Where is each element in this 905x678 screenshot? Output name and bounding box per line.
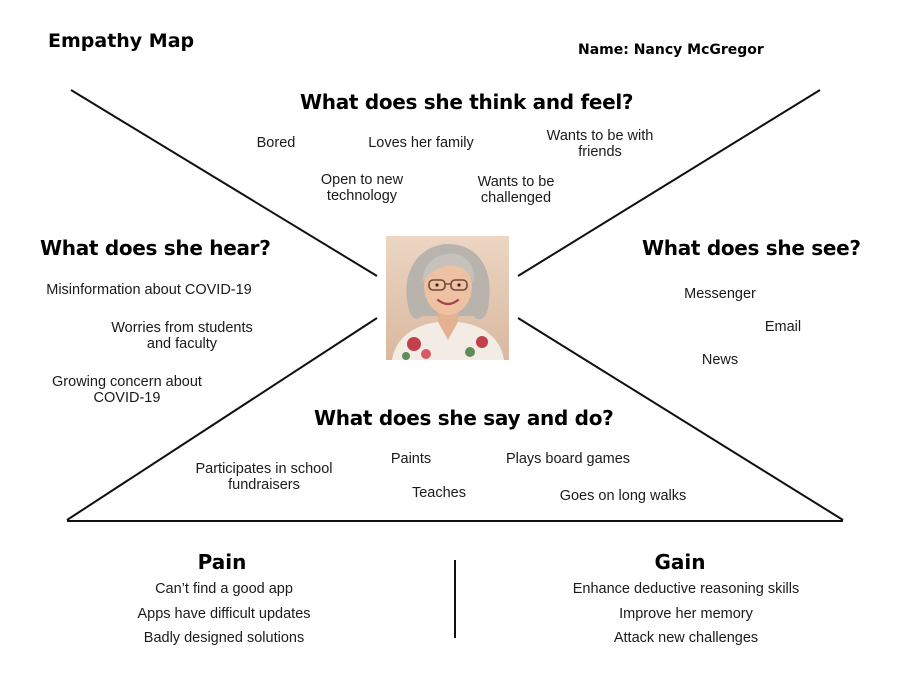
persona-name: Name: Nancy McGregor bbox=[578, 42, 764, 58]
see-item: Messenger bbox=[684, 286, 756, 302]
page-title: Empathy Map bbox=[48, 30, 195, 52]
hear-item: Worries from students and faculty bbox=[111, 320, 253, 352]
pain-item: Apps have difficult updates bbox=[137, 606, 311, 622]
diagonal-bottom-right bbox=[517, 317, 844, 521]
hear-item: Misinformation about COVID-19 bbox=[46, 282, 252, 298]
diagonal-top-right bbox=[517, 89, 821, 277]
say-do-item: Plays board games bbox=[505, 451, 631, 467]
pain-item: Can’t find a good app bbox=[155, 581, 293, 597]
hear-item: Growing concern about COVID-19 bbox=[52, 374, 202, 406]
see-heading: What does she see? bbox=[642, 236, 861, 260]
diagonal-top-left bbox=[70, 89, 378, 277]
gain-heading: Gain bbox=[654, 550, 706, 574]
say-do-heading: What does she say and do? bbox=[314, 406, 614, 430]
pain-item: Badly designed solutions bbox=[143, 630, 305, 646]
say-do-item: Participates in school fundraisers bbox=[195, 461, 333, 493]
persona-portrait-icon bbox=[386, 236, 509, 360]
say-do-item: Goes on long walks bbox=[559, 488, 687, 504]
gain-item: Attack new challenges bbox=[613, 630, 759, 646]
hear-heading: What does she hear? bbox=[40, 236, 271, 260]
think-feel-item: Wants to be with friends bbox=[546, 128, 654, 160]
see-item: Email bbox=[764, 319, 802, 335]
pain-heading: Pain bbox=[197, 550, 247, 574]
think-feel-item: Loves her family bbox=[368, 135, 474, 151]
persona-portrait bbox=[386, 236, 509, 360]
gain-item: Enhance deductive reasoning skills bbox=[572, 581, 800, 597]
say-do-item: Teaches bbox=[411, 485, 466, 501]
think-feel-item: Bored bbox=[256, 135, 296, 151]
diagonal-bottom-left bbox=[66, 317, 378, 521]
think-feel-item: Open to new technology bbox=[320, 172, 404, 204]
think-feel-item: Wants to be challenged bbox=[477, 174, 555, 206]
say-do-item: Paints bbox=[390, 451, 432, 467]
gain-item: Improve her memory bbox=[619, 606, 753, 622]
think-feel-heading: What does she think and feel? bbox=[300, 90, 634, 114]
see-item: News bbox=[701, 352, 739, 368]
